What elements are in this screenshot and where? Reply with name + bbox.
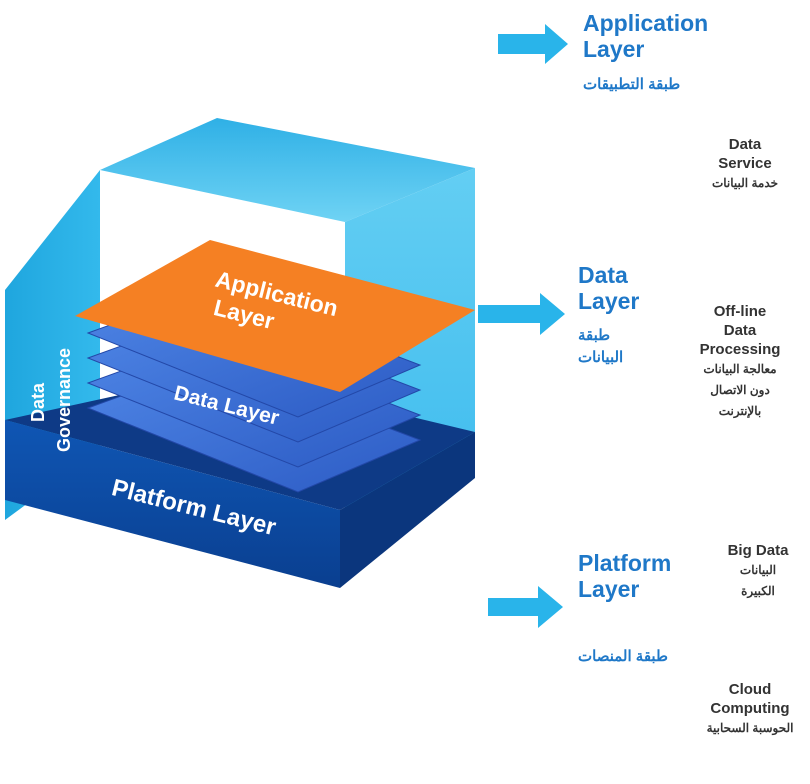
application-layer-arabic: طبقة التطبيقات (583, 76, 681, 93)
application-arrow-icon (498, 24, 568, 64)
data-layer-arrow-icon (478, 293, 565, 335)
application-layer-plane (75, 240, 475, 392)
offline-line-1: Off-line (713, 303, 767, 320)
data-layer-arabic-line-1: طبقة (578, 327, 611, 344)
data-layer-title-line-2: Layer (578, 288, 640, 314)
data-governance-line-2: Governance (54, 348, 74, 452)
data-layer-title-line-1: Data (578, 262, 628, 288)
data-service-item: Data Service خدمة البيانات (680, 135, 810, 194)
big-data-arabic-2: الكبيرة (741, 584, 775, 598)
platform-layer-front (5, 420, 340, 588)
cube-back-wall (100, 118, 475, 222)
offline-arabic-2: دون الاتصال (710, 383, 770, 397)
application-layer-title-line-2: Layer (583, 36, 645, 62)
application-layer-title-line-1: Application (583, 10, 709, 36)
data-service-line-1: Data (728, 136, 762, 153)
offline-arabic-3: بالإنترنت (718, 404, 762, 418)
platform-layer-arabic: طبقة المنصات (578, 648, 668, 665)
big-data-line: Big Data (727, 542, 789, 559)
platform-layer-title: Platform Layer (578, 550, 671, 602)
platform-layer-title-line-1: Platform (578, 550, 672, 576)
cloud-computing-item: Cloud Computing الحوسبة السحابية (690, 680, 810, 739)
data-layer-arabic-line-2: البيانات (578, 349, 624, 366)
offline-line-2: Data (723, 322, 757, 339)
cloud-line-1: Cloud (728, 681, 772, 698)
big-data-arabic-1: البيانات (739, 563, 777, 577)
platform-layer-side (340, 432, 475, 588)
data-service-line-2: Service (718, 155, 772, 172)
offline-line-3: Processing (699, 341, 781, 358)
data-layer-title: Data Layer (578, 262, 639, 314)
offline-processing-item: Off-line Data Processing معالجة البيانات… (670, 302, 810, 422)
platform-arrow-icon (488, 586, 563, 628)
platform-layer-title-line-2: Layer (578, 576, 640, 602)
data-layer-arabic: طبقة البيانات (578, 325, 648, 369)
data-governance-label: Data Governance (28, 348, 74, 452)
data-governance-line-1: Data (28, 382, 48, 422)
cloud-line-2: Computing (710, 700, 790, 717)
application-layer-title: Application Layer (583, 10, 708, 62)
cloud-arabic: الحوسبة السحابية (706, 721, 794, 735)
offline-arabic-1: معالجة البيانات (703, 362, 777, 376)
big-data-item: Big Data البيانات الكبيرة (706, 541, 810, 602)
data-service-arabic: خدمة البيانات (711, 176, 779, 190)
